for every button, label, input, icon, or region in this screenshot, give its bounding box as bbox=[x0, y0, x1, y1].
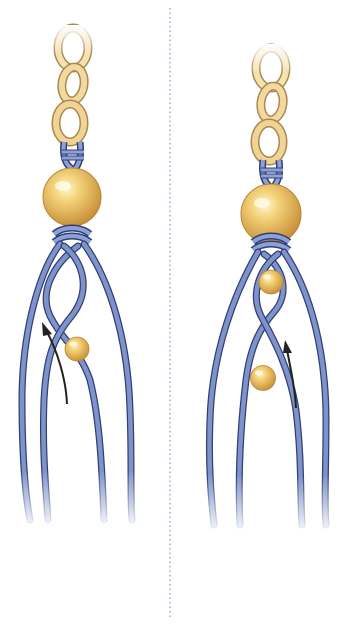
small-bead-left bbox=[65, 337, 89, 361]
knot-right bbox=[253, 236, 289, 250]
large-bead-left bbox=[43, 168, 101, 226]
knot-left bbox=[54, 228, 90, 242]
small-bead-right-lower bbox=[251, 366, 276, 391]
step-left-panel bbox=[8, 25, 158, 530]
step-right-panel bbox=[190, 44, 338, 535]
chain-right bbox=[238, 44, 308, 161]
small-bead-right-upper bbox=[259, 270, 283, 294]
chain-left bbox=[40, 25, 110, 142]
